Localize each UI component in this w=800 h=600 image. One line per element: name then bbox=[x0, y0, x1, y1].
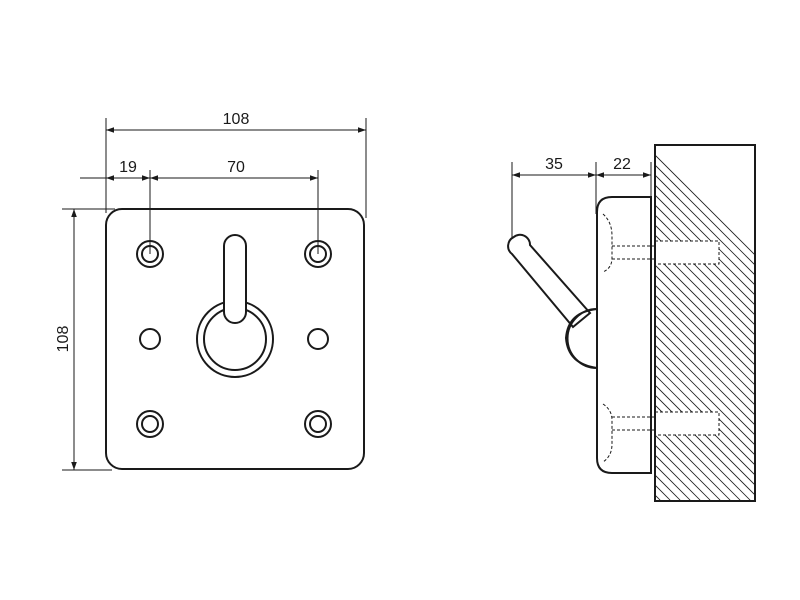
dimension-base-depth-label: 22 bbox=[613, 156, 631, 173]
dimension-hook-projection: 35 bbox=[512, 156, 596, 178]
screw-channel-lower bbox=[655, 412, 719, 435]
side-view: 35 22 bbox=[507, 144, 756, 502]
dimension-base-depth: 22 bbox=[596, 156, 651, 178]
hook-pin bbox=[223, 234, 247, 324]
front-extension-lines bbox=[62, 118, 367, 471]
corner-hole-top-left bbox=[136, 240, 164, 268]
hidden-screw-lower bbox=[602, 403, 655, 463]
wall-section bbox=[654, 144, 756, 502]
corner-hole-bottom-left bbox=[136, 410, 164, 438]
dimension-hole-spacing: 70 bbox=[150, 159, 318, 181]
dimension-edge-offset: 19 bbox=[80, 159, 150, 181]
hidden-screw-upper bbox=[602, 213, 655, 273]
hook-ball-joint bbox=[564, 308, 598, 369]
middle-hole-left bbox=[139, 328, 161, 350]
front-view: 108 19 70 108 bbox=[55, 111, 367, 471]
hook-arm-side bbox=[507, 233, 592, 329]
corner-hole-top-right bbox=[304, 240, 332, 268]
base-plate-side bbox=[596, 196, 652, 474]
dimension-edge-offset-label: 19 bbox=[119, 159, 137, 176]
screw-channel-upper bbox=[655, 241, 719, 264]
dimension-overall-height-label: 108 bbox=[55, 326, 72, 353]
middle-hole-right bbox=[307, 328, 329, 350]
dimension-hook-projection-label: 35 bbox=[545, 156, 563, 173]
mounting-plate bbox=[105, 208, 365, 470]
dimension-overall-width: 108 bbox=[106, 111, 366, 133]
wall-hatching bbox=[655, 154, 755, 501]
corner-hole-bottom-right bbox=[304, 410, 332, 438]
dimension-hole-spacing-label: 70 bbox=[227, 159, 245, 176]
side-extension-lines bbox=[511, 162, 652, 245]
dimension-overall-height: 108 bbox=[55, 209, 77, 470]
dimension-overall-width-label: 108 bbox=[223, 111, 250, 128]
